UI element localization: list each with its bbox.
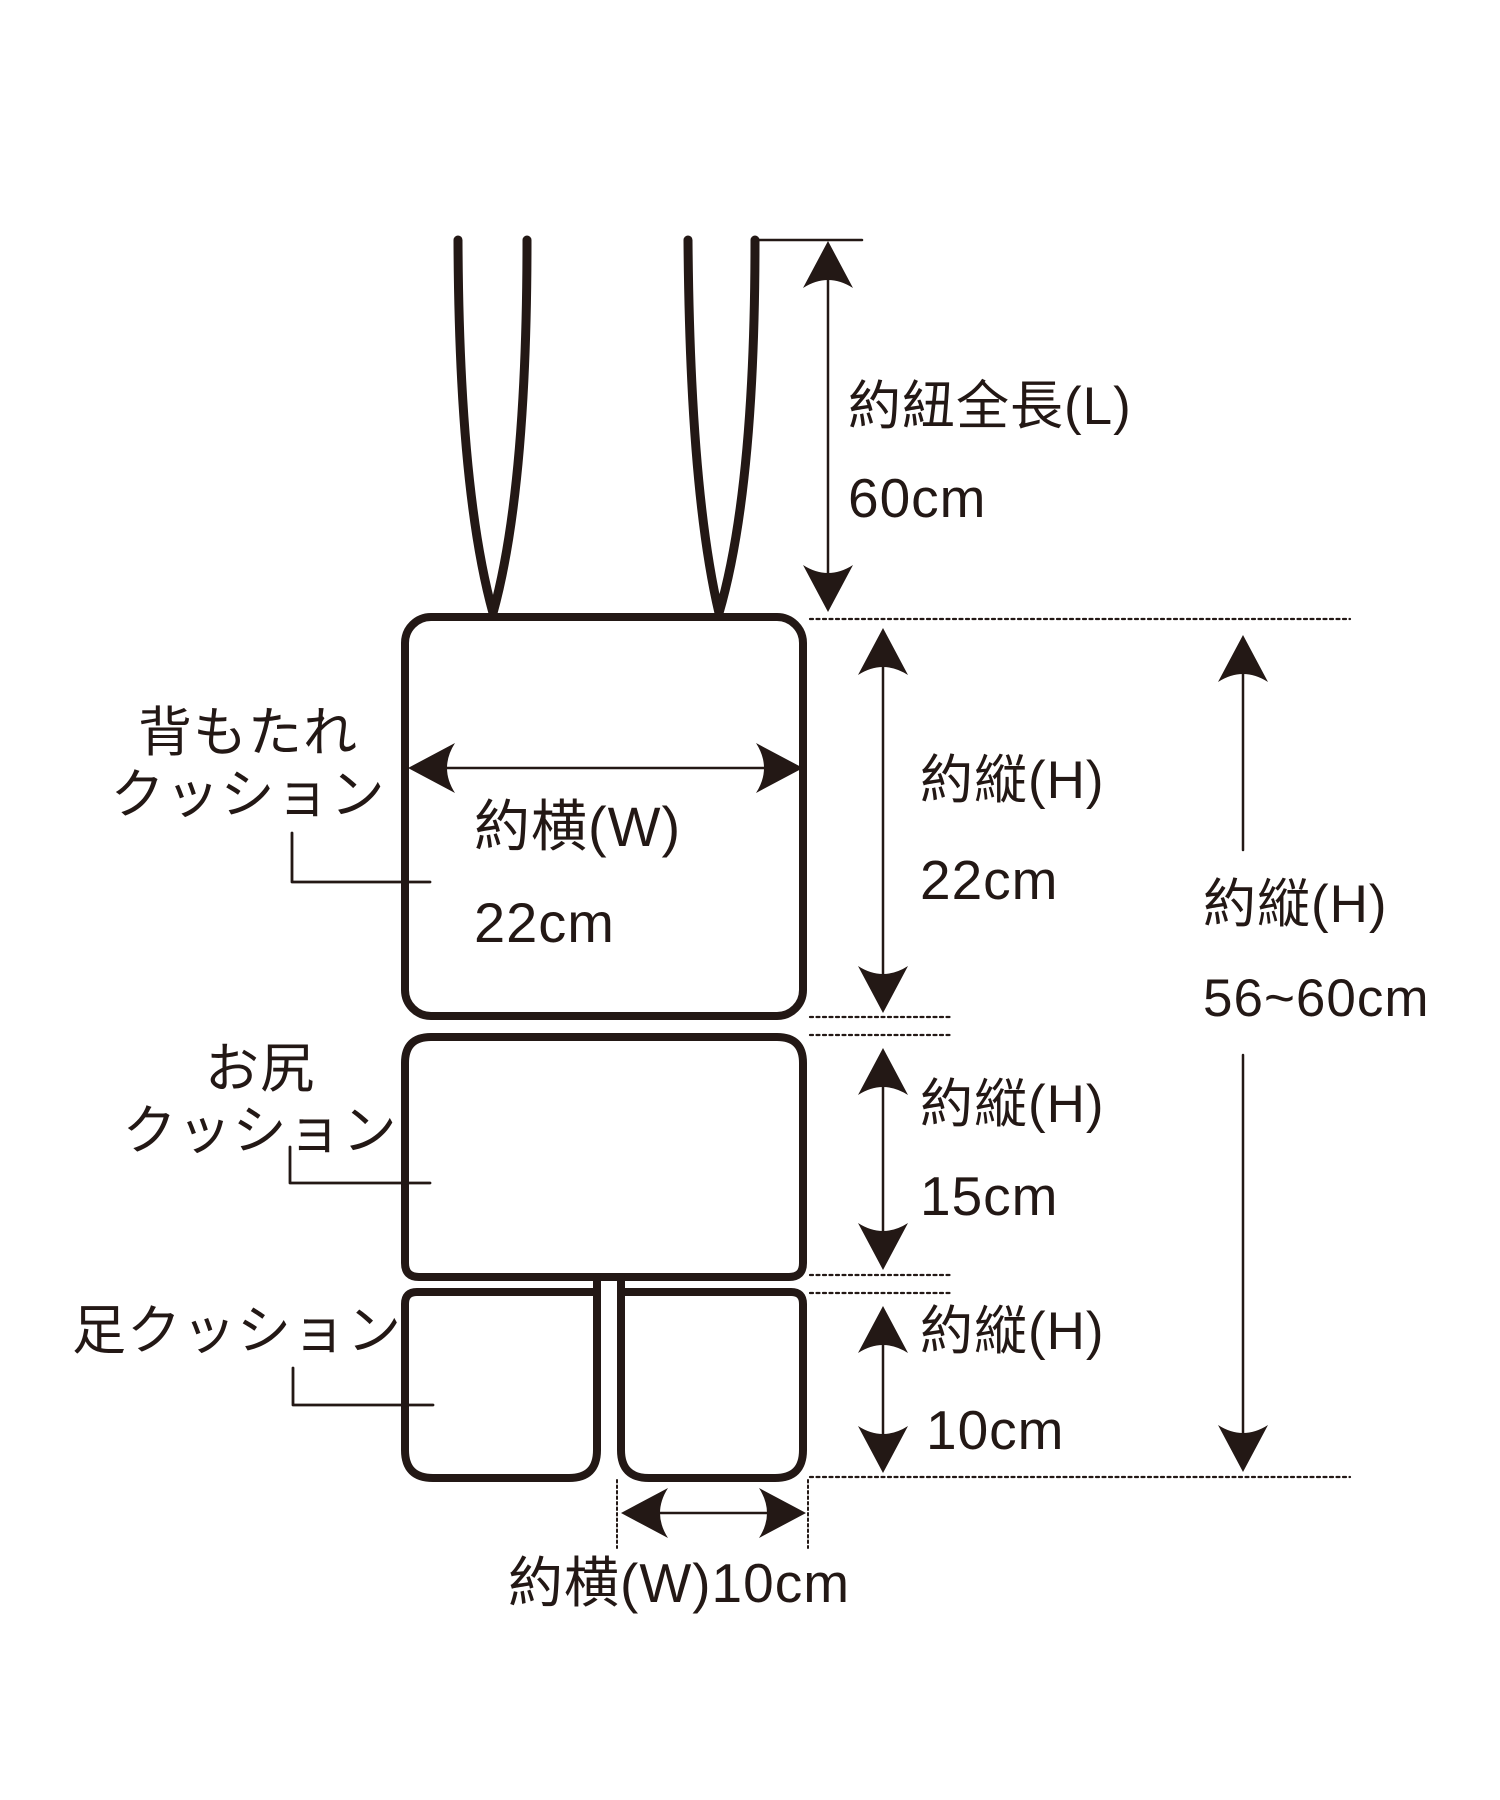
leg-height-arrowhead-up — [858, 1306, 908, 1353]
top-width-arrowhead-right — [756, 743, 803, 793]
top-width-arrowhead-left — [408, 743, 455, 793]
total-height-arrowhead-down — [1218, 1425, 1268, 1472]
seat-cushion-leader-line — [288, 1145, 432, 1185]
left-strap-line — [453, 235, 532, 618]
leg-height-name: 約縦(H) — [920, 1302, 1105, 1361]
strap-length-arrowhead-down — [803, 565, 853, 612]
leg-width-arrowhead-left — [621, 1488, 668, 1538]
back-cushion-leader-line — [290, 831, 432, 884]
seat-height-value: 15cm — [920, 1165, 1059, 1227]
top-width-value: 22cm — [474, 891, 615, 954]
top-width-name: 約横(W) — [474, 795, 682, 858]
back-cushion-label: 背もたれ クッション — [98, 702, 398, 826]
back-cushion-label-line2: クッション — [110, 765, 386, 825]
strap-length-value: 60cm — [848, 467, 987, 529]
total-height-value: 56~60cm — [1203, 969, 1430, 1028]
back-height-value: 22cm — [920, 849, 1059, 911]
back-height-name: 約縦(H) — [920, 751, 1105, 810]
strap-length-arrowhead-up — [803, 241, 853, 288]
seat-cushion-label: お尻 クッション — [110, 1038, 410, 1162]
leg-height-value: 10cm — [926, 1399, 1065, 1461]
back-height-arrowhead-up — [858, 628, 908, 675]
right-strap-line — [683, 235, 760, 618]
seat-height-arrowhead-up — [858, 1048, 908, 1095]
seat-cushion-label-line1: お尻 — [205, 1039, 315, 1099]
right-leg-cushion-outline — [617, 1273, 807, 1482]
left-leg-cushion-outline — [401, 1273, 601, 1482]
total-height-arrowhead-up — [1218, 635, 1268, 682]
leg-cushion-leader-line — [291, 1366, 435, 1407]
seat-cushion-outline — [401, 1033, 807, 1281]
seat-cushion-label-line2: クッション — [122, 1101, 398, 1161]
leg-width-arrowhead-right — [759, 1488, 806, 1538]
leg-cushion-label: 足クッション — [72, 1301, 402, 1361]
seat-height-name: 約縦(H) — [920, 1075, 1105, 1134]
seat-height-arrowhead-down — [858, 1223, 908, 1270]
strap-length-name: 約紐全長(L) — [848, 377, 1132, 436]
back-cushion-label-line1: 背もたれ — [138, 703, 358, 763]
back-height-arrowhead-down — [858, 966, 908, 1013]
leg-height-arrowhead-down — [858, 1426, 908, 1473]
back-cushion-outline — [401, 613, 807, 1020]
total-height-name: 約縦(H) — [1203, 875, 1388, 934]
leg-width-label: 約横(W)10cm — [508, 1552, 851, 1614]
